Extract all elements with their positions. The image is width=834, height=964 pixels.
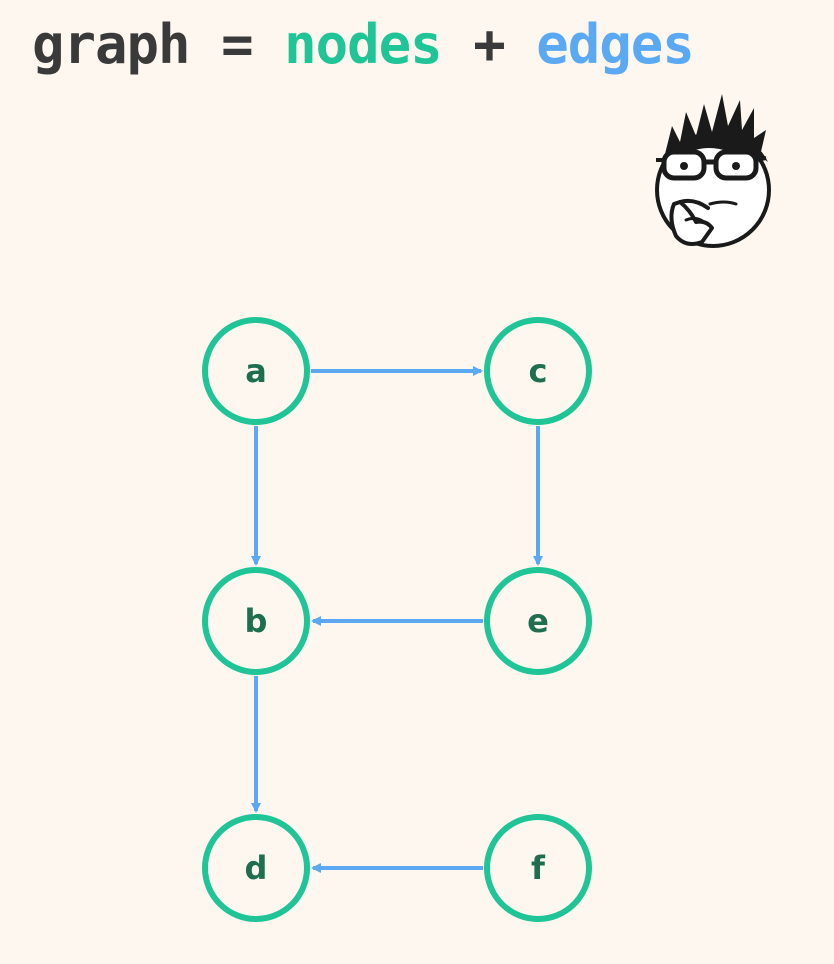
node-circle (484, 567, 592, 675)
node-circle (202, 814, 310, 922)
thinking-face-icon (655, 94, 771, 248)
node-circle (202, 567, 310, 675)
graph-node-a: a (202, 317, 310, 425)
graph-node-b: b (202, 567, 310, 675)
node-label: e (527, 602, 549, 640)
graph-node-f: f (484, 814, 592, 922)
node-circle (484, 317, 592, 425)
node-circle (202, 317, 310, 425)
graph-node-d: d (202, 814, 310, 922)
node-label: c (529, 352, 548, 390)
node-circle (484, 814, 592, 922)
graph-node-c: c (484, 317, 592, 425)
edges-layer (251, 366, 543, 873)
title-word-graph: graph (32, 13, 191, 76)
title-word-edges: edges (536, 13, 695, 76)
title-plus-sign: + (473, 13, 506, 76)
graph-node-e: e (484, 567, 592, 675)
node-label: a (245, 352, 267, 390)
node-label: b (245, 602, 268, 640)
node-label: f (531, 849, 546, 887)
title-word-nodes: nodes (284, 13, 443, 76)
nodes-layer: a c b e d f (202, 317, 592, 922)
node-label: d (245, 849, 268, 887)
title-equals-sign: = (221, 13, 254, 76)
page-title: graph = nodes + edges (32, 18, 695, 72)
